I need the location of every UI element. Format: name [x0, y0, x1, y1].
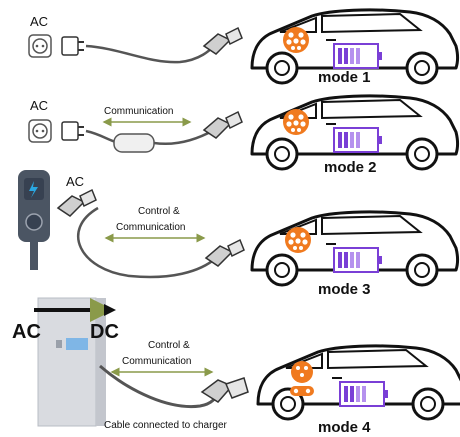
mode4-ac-label: AC — [12, 321, 41, 343]
mode4-dc-label: DC — [90, 321, 119, 343]
wall-socket-icon — [28, 34, 52, 58]
mode2-cable-right — [153, 128, 215, 145]
ev-connector-icon — [205, 239, 245, 267]
mode2-label: mode 2 — [324, 159, 377, 176]
row-mode-4: AC DC Control & Communication Cable conn… — [12, 297, 460, 436]
ac-to-dc-arrowhead — [104, 304, 116, 316]
battery-icon — [325, 39, 383, 69]
ev-connector-icon — [203, 27, 243, 55]
lightning-icon — [29, 181, 38, 198]
mode3-control-label: Control & — [138, 206, 180, 217]
wallbox-charger — [18, 170, 50, 270]
wall-socket-icon — [28, 119, 52, 143]
row-mode-1: AC mode 1 — [28, 8, 459, 86]
battery-icon — [331, 377, 389, 407]
charger-screen — [66, 338, 88, 350]
mode1-label: mode 1 — [318, 69, 371, 86]
type2-socket-icon — [283, 109, 309, 135]
mode2-cable-left — [85, 129, 117, 144]
mode2-communication-label: Communication — [104, 106, 173, 117]
ac-plug-icon — [61, 121, 85, 141]
ac-plug-icon — [61, 36, 85, 56]
battery-icon — [325, 123, 383, 153]
mode3-ac-label: AC — [66, 174, 84, 189]
type2-socket-icon — [283, 27, 309, 53]
mode1-ac-label: AC — [30, 14, 48, 29]
dc-charging-station — [37, 297, 106, 427]
battery-icon — [325, 243, 383, 273]
row-mode-2: AC Communication mode 2 — [28, 94, 459, 176]
ccs-connector-icon — [200, 377, 249, 403]
mode4-label: mode 4 — [318, 419, 371, 436]
type2-socket-icon — [285, 227, 311, 253]
mode3-communication-label: Communication — [116, 222, 185, 233]
ev-connector-icon — [203, 111, 243, 139]
mode1-cable — [85, 44, 215, 64]
mode3-label: mode 3 — [318, 281, 371, 298]
mode3-cable — [77, 206, 217, 279]
icpcd-control-box — [113, 133, 155, 153]
ccs-socket-icon — [290, 361, 314, 396]
mode2-ac-label: AC — [30, 98, 48, 113]
mode4-caption: Cable connected to charger — [104, 420, 228, 431]
mode4-communication-label: Communication — [122, 356, 191, 367]
row-mode-3: AC Control & Communication mode 3 — [18, 170, 459, 298]
mode4-control-label: Control & — [148, 340, 190, 351]
